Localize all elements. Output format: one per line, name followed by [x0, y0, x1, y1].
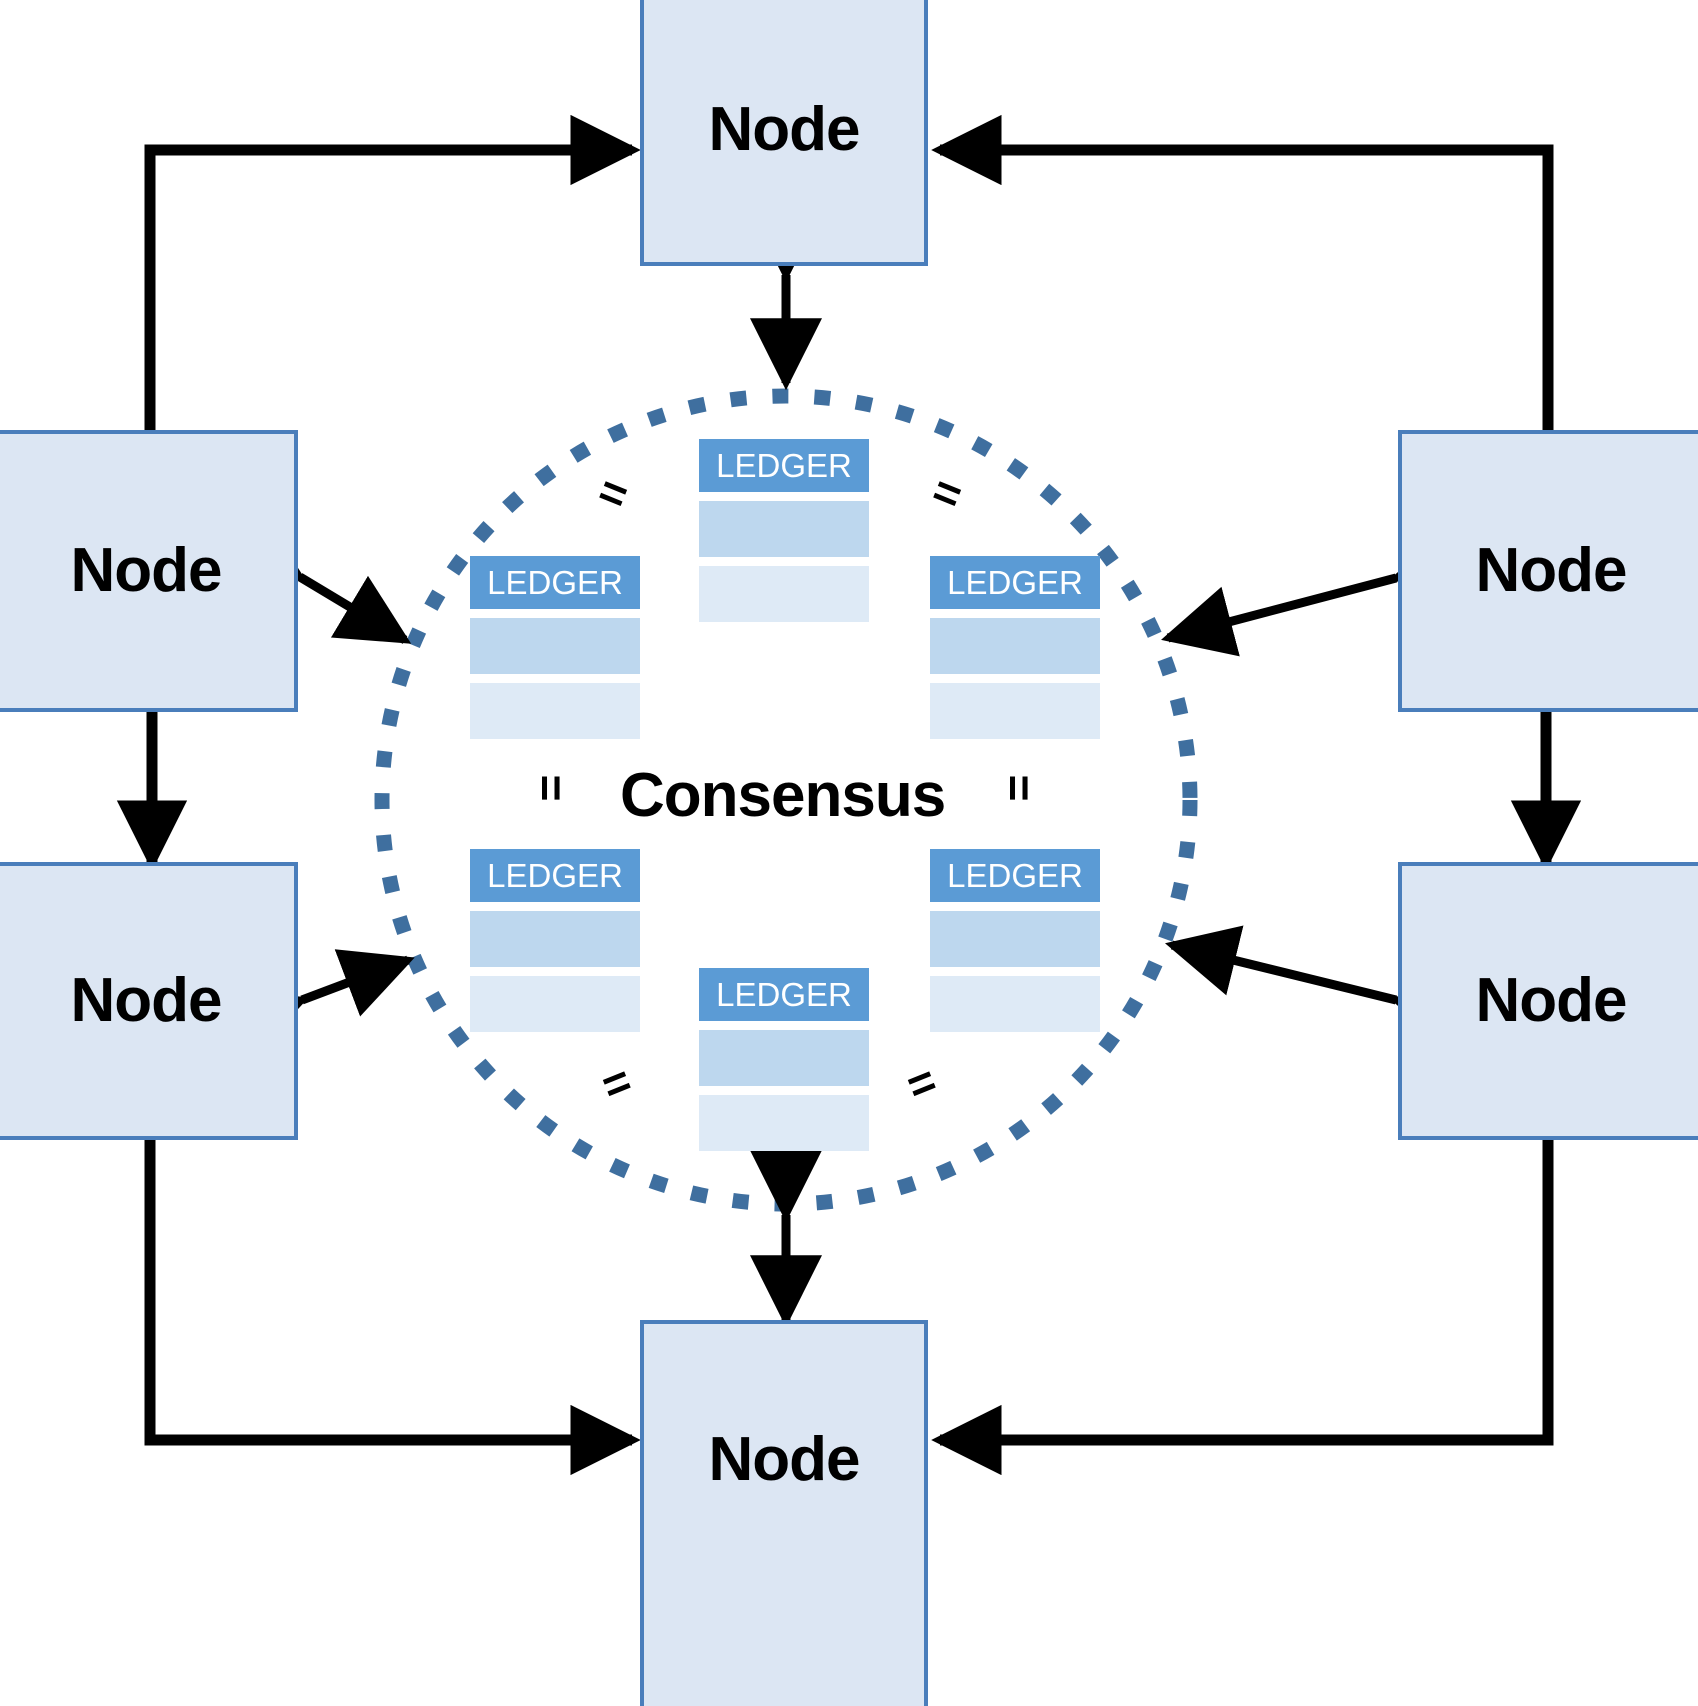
equals-mark-bottom-right: = [899, 1053, 944, 1113]
ledger-header: LEDGER [470, 849, 640, 902]
node-label: Node [1475, 536, 1628, 605]
ledger-bottom-center[interactable]: LEDGER [699, 968, 869, 1151]
ledger-row-1 [470, 618, 640, 674]
ledger-row-2 [699, 1095, 869, 1151]
node-box-right-upper[interactable]: Node [1398, 430, 1698, 712]
node-box-bottom[interactable]: Node [640, 1320, 928, 1706]
arrow-leftlower-to-circle [228, 949, 415, 1057]
ledger-row-2 [699, 566, 869, 622]
equals-mark-mid-left: = [525, 774, 578, 802]
arrow-leftupper-to-circle [225, 512, 412, 644]
node-label: Node [70, 536, 223, 605]
ledger-row-1 [699, 501, 869, 557]
arrow-leftupper-to-top [144, 114, 641, 430]
ledger-row-2 [930, 683, 1100, 739]
equals-mark-bottom-left: = [594, 1053, 639, 1113]
ledger-lower-left[interactable]: LEDGER [470, 849, 640, 1032]
arrow-rightupper-to-circle [1161, 526, 1468, 657]
node-label: Node [1475, 966, 1628, 1035]
arrow-rightupper-from-top [931, 114, 1554, 430]
ledger-row-1 [930, 911, 1100, 967]
ledger-header: LEDGER [930, 849, 1100, 902]
ledger-lower-right[interactable]: LEDGER [930, 849, 1100, 1032]
arrow-leftlower-to-bottom [144, 1140, 641, 1476]
ledger-header: LEDGER [930, 556, 1100, 609]
ledger-row-2 [470, 976, 640, 1032]
ledger-row-1 [470, 911, 640, 967]
node-label: Node [708, 95, 861, 164]
ledger-upper-left[interactable]: LEDGER [470, 556, 640, 739]
ledger-upper-right[interactable]: LEDGER [930, 556, 1100, 739]
equals-mark-top-right: = [925, 463, 970, 523]
node-box-right-lower[interactable]: Node [1398, 862, 1698, 1140]
ledger-top-center[interactable]: LEDGER [699, 439, 869, 622]
ledger-header: LEDGER [699, 968, 869, 1021]
node-label: Node [70, 966, 223, 1035]
node-box-top[interactable]: Node [640, 0, 928, 266]
ledger-header: LEDGER [470, 556, 640, 609]
ledger-row-2 [470, 683, 640, 739]
ledger-row-1 [699, 1030, 869, 1086]
consensus-label: Consensus [620, 761, 946, 830]
equals-mark-top-left: = [591, 463, 636, 523]
node-label: Node [708, 1425, 861, 1494]
arrow-rightlower-to-bottom [931, 1140, 1554, 1476]
node-box-left-upper[interactable]: Node [0, 430, 298, 712]
ledger-row-2 [930, 976, 1100, 1032]
arrow-rightlower-to-circle [1165, 925, 1468, 1051]
ledger-header: LEDGER [699, 439, 869, 492]
equals-mark-mid-right: = [993, 774, 1046, 802]
ledger-row-1 [930, 618, 1100, 674]
node-box-left-lower[interactable]: Node [0, 862, 298, 1140]
